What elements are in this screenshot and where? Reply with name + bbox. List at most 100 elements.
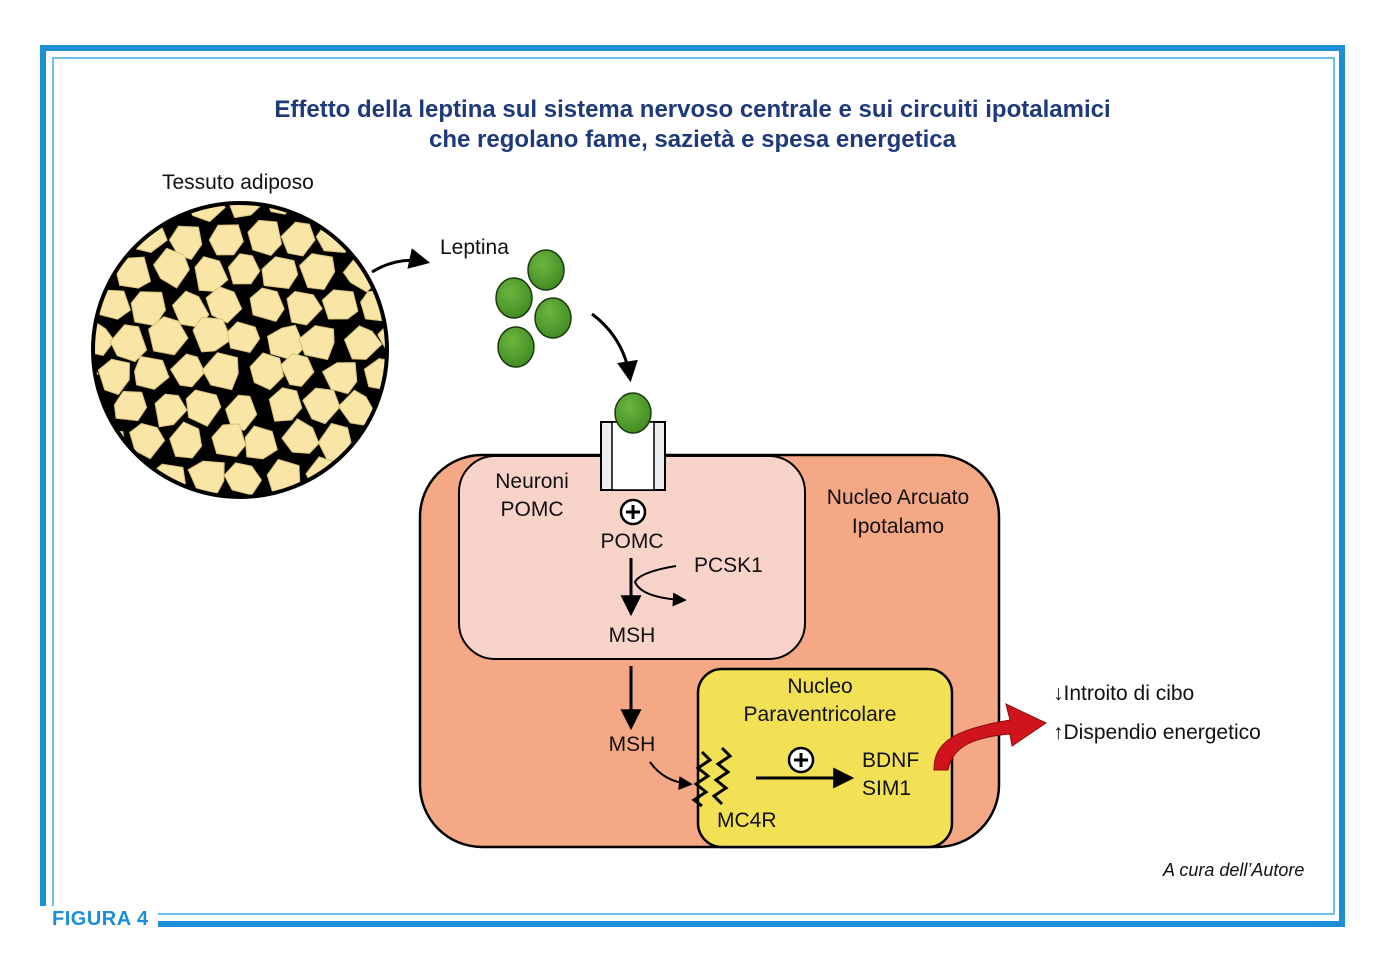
adipocyte-cell [113,390,148,422]
adipocyte-cell [93,203,110,226]
figure-label: FIGURA 4 [52,908,149,930]
pcsk1-label: PCSK1 [694,554,763,577]
adipocyte-cell [280,221,316,257]
adipocyte-cell [440,423,472,457]
adipocyte-cell [360,149,390,184]
adipocyte-cell [94,215,131,249]
pcsk1-branch-arrow [633,565,687,607]
adipocyte-cell [227,253,261,285]
adipocyte-cell [249,352,285,391]
adipocyte-cell [382,389,387,423]
pvn-label-2: Paraventricolare [743,703,897,726]
adipocyte-cell [268,387,303,422]
adipose-tissue-label: Tessuto adiposo [162,171,314,194]
activation-plus-icon [619,498,647,526]
adipocyte-cell [302,387,341,425]
adipocyte-cell [377,321,387,356]
sim1-label: SIM1 [862,777,912,800]
adipocyte-cell [321,362,358,395]
adipocyte-cell [169,353,206,388]
adipocyte-cell [192,316,232,353]
msh-to-mc4r-arrow [649,761,693,791]
adipocyte-cell [208,224,244,256]
leptin-label: Leptina [440,236,509,259]
adipocyte-cell [58,422,91,458]
adipose-tissue [31,149,474,499]
adipocyte-cell [249,287,285,322]
pvn-label-1: Nucleo [787,675,853,698]
adipocyte-cell [299,253,336,291]
inner-frame [52,57,1335,915]
pomc-neurons-label-1: Neuroni [495,470,569,493]
outer-frame [40,45,1345,927]
adipocyte-cell [337,455,371,493]
adipocyte-cell [383,461,387,497]
arcuate-label-1: Nucleo Arcuato [826,486,970,509]
adipocyte-cell [93,319,115,356]
pomc-neurons-label-2: POMC [500,498,564,521]
adipocyte-cell [153,247,190,289]
adipocyte-cell [244,425,278,460]
adipocyte-cell [418,393,451,427]
adipocyte-cell [225,394,258,431]
mc4r-label: MC4R [717,809,777,832]
adipocyte-cell [247,219,283,256]
adipocyte-cell [169,421,203,459]
adipocyte-cell [205,286,243,324]
msh-outer-label: MSH [608,733,656,756]
msh-inner-label: MSH [608,624,656,647]
leptin-molecules [495,249,572,368]
adipocyte-cell [380,203,387,224]
credit-text: A cura dell’Autore [1163,860,1305,880]
adipocyte-cell [281,418,320,454]
adipocyte-cell [129,422,166,460]
adipocyte-cell [116,203,153,224]
adipocyte-cell [322,149,360,185]
adipocyte-cell [57,151,91,186]
adipocyte-cell [421,322,455,354]
adipocyte-cell [433,354,467,391]
adipocyte-cell [401,220,436,254]
adipocyte-cell [261,256,299,290]
adipocyte-cell [298,325,335,361]
pvn-plus-icon [787,746,815,774]
adipocyte-cell [226,203,264,219]
adipocyte-cell [185,389,222,427]
secretion-arrow [371,248,431,274]
adipocyte-cell [109,324,148,363]
adipocyte-cell [378,249,387,285]
adipocyte-cell [31,186,68,223]
adipocyte-cell [421,190,457,221]
adipocyte-cell [433,157,474,189]
adipocyte-cell [148,316,189,356]
adipocyte-cell [286,290,323,326]
leptin-receptor [600,392,666,491]
pomc-label: POMC [600,530,664,553]
effect-food-intake: ↓Introito di cibo [1053,682,1195,705]
adipocyte-cell [93,256,109,290]
adipocyte-cell [58,289,91,320]
output-arrow [933,703,1048,771]
adipocyte-cell [401,285,435,323]
adipocyte-cell [133,355,170,390]
adipocyte-cell [337,203,376,220]
adipocyte-cell [115,461,152,495]
adipocyte-cell [36,253,72,284]
title-line-2: che regolano fame, sazietà e spesa energ… [429,126,956,153]
arcuate-label-2: Ipotalamo [851,515,945,538]
adipocyte-cell [59,223,92,254]
binding-arrow [591,312,638,383]
adipocyte-cell [398,150,429,180]
adipocyte-cell [201,352,239,391]
adipocyte-cell [361,424,387,459]
adipocyte-cell [93,456,109,493]
adipocyte-cell [154,393,188,428]
adipocyte-cell [279,353,315,387]
adipocyte-cell [321,289,359,320]
adipocyte-cell [438,292,471,325]
adipocyte-cell [211,423,247,458]
adipocyte-cell [343,325,383,360]
adipocyte-cell [168,225,203,260]
adipocyte-cell [133,152,166,188]
